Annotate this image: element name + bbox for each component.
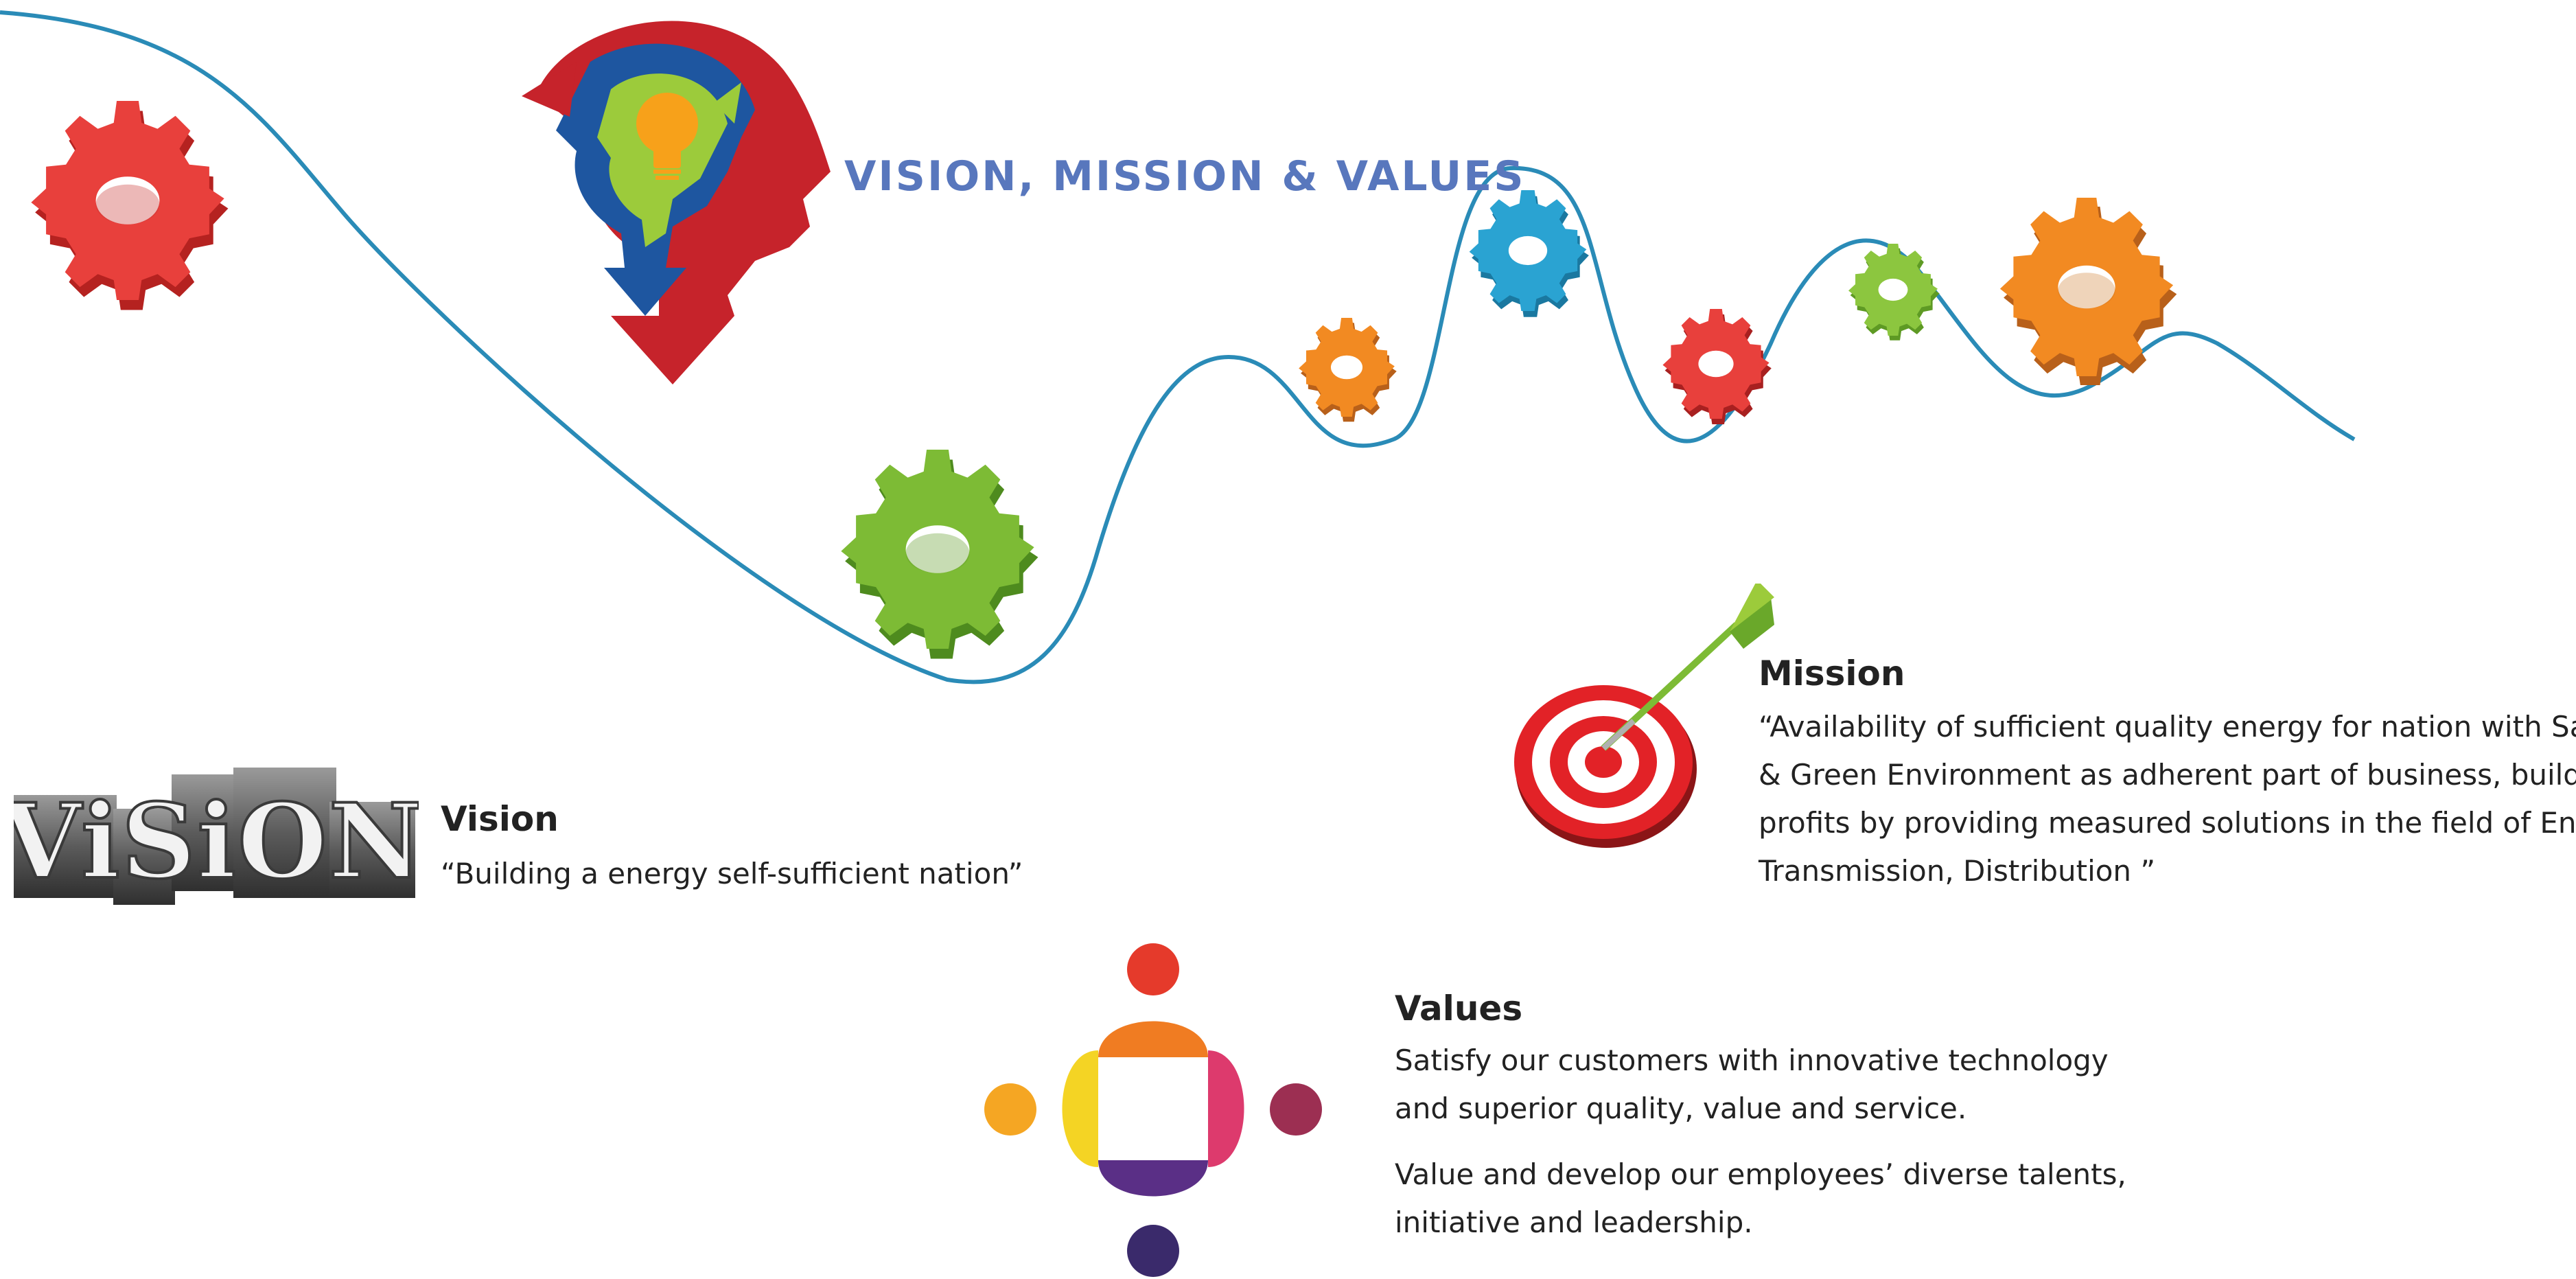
values-title: Values	[1395, 989, 1523, 1028]
mission-line: Transmission, Distribution ”	[1759, 854, 2156, 888]
vision-text: “Building a energy self-sufficient natio…	[441, 850, 1023, 898]
values-paragraph-1: Satisfy our customers with innovative te…	[1395, 1037, 2126, 1133]
gear-icon	[1299, 318, 1397, 422]
gear-icon	[841, 450, 1038, 659]
mission-line: & Green Environment as adherent part of …	[1759, 758, 2576, 792]
vision-title: Vision	[441, 799, 559, 839]
gear-icon	[1469, 190, 1589, 317]
gear-icon	[31, 101, 229, 310]
vision-statement: “Building a energy self-sufficient natio…	[441, 857, 1023, 890]
mission-text: “Availability of sufficient quality ener…	[1759, 703, 2576, 895]
mission-line: “Availability of sufficient quality ener…	[1759, 710, 2576, 744]
head-lightbulb-icon	[522, 21, 831, 384]
values-line: and superior quality, value and service.	[1395, 1092, 1967, 1125]
svg-text:ViSiON: ViSiON	[14, 781, 419, 902]
gear-icon	[1999, 198, 2177, 385]
target-dart-icon	[1514, 584, 1774, 848]
values-paragraph-2: Value and develop our employees’ diverse…	[1395, 1151, 2126, 1247]
gear-icon	[1662, 309, 1772, 424]
mission-line: profits by providing measured solutions …	[1759, 806, 2576, 840]
vision-letterpress-icon: ViSiON	[14, 768, 419, 905]
values-text: Satisfy our customers with innovative te…	[1395, 1037, 2126, 1265]
values-line: Satisfy our customers with innovative te…	[1395, 1044, 2109, 1077]
mission-title: Mission	[1759, 654, 1905, 693]
team-circle-icon	[984, 943, 1322, 1277]
page-title: VISION, MISSION & VALUES	[844, 152, 1526, 200]
wave-line	[0, 10, 2356, 684]
values-line: initiative and leadership.	[1395, 1206, 1753, 1239]
values-line: Value and develop our employees’ diverse…	[1395, 1157, 2126, 1191]
gear-icon	[1848, 244, 1940, 341]
